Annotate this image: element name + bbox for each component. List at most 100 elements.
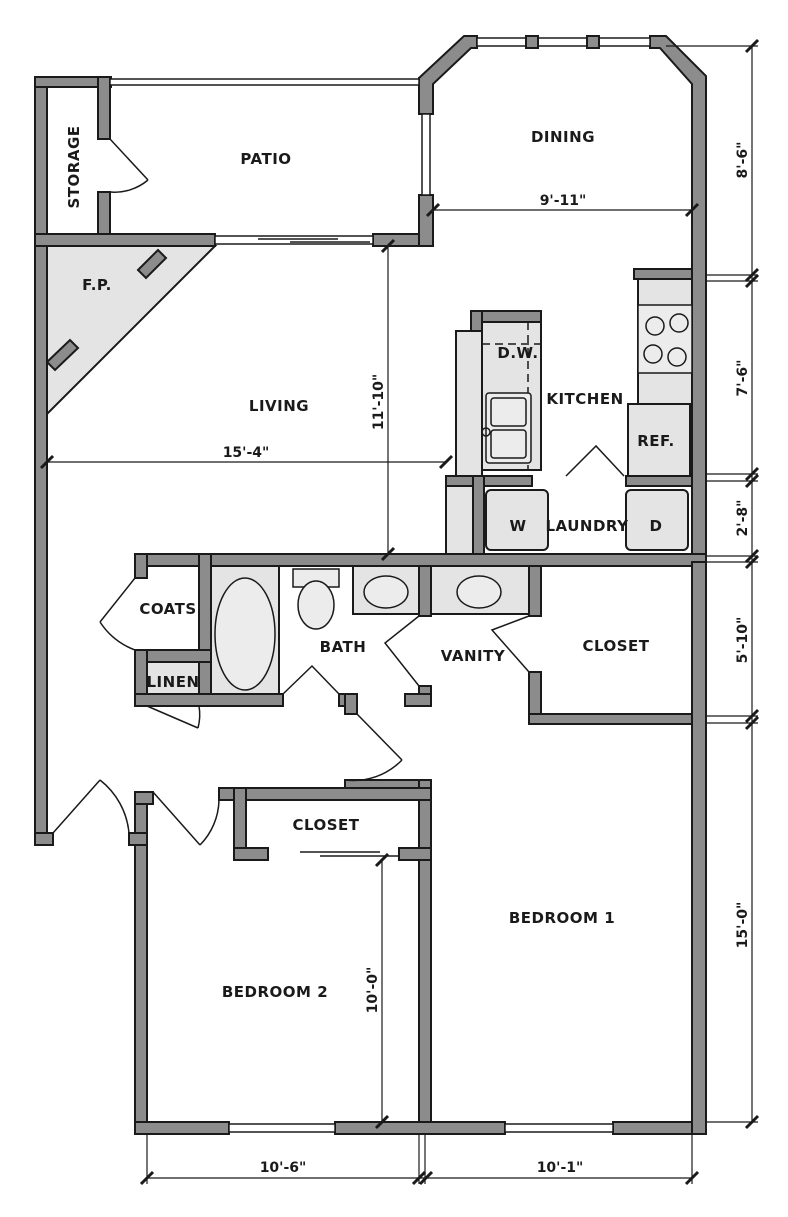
dimension-lines — [39, 38, 760, 1186]
storage-label: STORAGE — [65, 125, 83, 208]
bedroom2-width-label: 10'-6" — [260, 1160, 307, 1176]
washer-label: W — [509, 517, 526, 535]
linen-door[interactable] — [146, 705, 201, 729]
bottom-wall-1 — [134, 1121, 230, 1135]
bath-door-jamb — [344, 693, 358, 715]
closet-bottom-wall — [528, 713, 693, 725]
laundry-closet-left — [445, 485, 474, 555]
faucet-icon — [481, 427, 491, 437]
kitchen-top-wall — [633, 268, 693, 280]
closet-master-label: CLOSET — [582, 637, 649, 655]
fireplace-hearth-top — [136, 248, 168, 280]
right-exterior-wall-lower — [691, 561, 707, 1135]
bedroom2-label: BEDROOM 2 — [222, 983, 328, 1001]
patio-opening-top — [109, 78, 420, 86]
doors — [52, 138, 625, 857]
entry-door[interactable] — [52, 779, 130, 834]
dining-width-label: 9'-11" — [540, 193, 587, 209]
bedroom-divider-wall — [418, 779, 432, 1135]
storage-right-wall — [97, 76, 111, 140]
patio-opening-right — [421, 113, 431, 196]
linen-shelf — [146, 661, 200, 695]
closet-bed2-label: CLOSET — [292, 816, 359, 834]
hall-door[interactable] — [344, 713, 403, 782]
bedroom1-width-label: 10'-1" — [537, 1160, 584, 1176]
living-depth-label: 11'-10" — [371, 374, 387, 430]
dryer — [625, 489, 689, 551]
bedroom1-label: BEDROOM 1 — [509, 909, 615, 927]
vanity-sink — [456, 575, 502, 609]
right-bedroom1-label: 15'-0" — [735, 902, 751, 949]
bedroom2-depth-label: 10'-0" — [365, 967, 381, 1014]
entry-jamb-left — [34, 832, 54, 846]
patio-slider — [214, 235, 374, 245]
refrigerator — [627, 403, 691, 477]
living-label: LIVING — [249, 397, 309, 415]
kitchen-counter-left — [455, 330, 483, 477]
vanity-label: VANITY — [441, 647, 506, 665]
dining-window-mullion-2 — [586, 35, 600, 49]
dining-window-mullion-1 — [525, 35, 539, 49]
fireplace-label: F.P. — [82, 276, 112, 294]
coats-door[interactable] — [99, 577, 136, 651]
windows — [109, 35, 651, 1133]
laundry-top-wall-right — [625, 475, 693, 487]
bath-sink — [363, 575, 409, 609]
living-top-wall-left — [34, 233, 216, 247]
vanity-door[interactable] — [383, 615, 420, 687]
laundry-left-wall — [472, 475, 485, 565]
bath-top-wall — [134, 553, 707, 567]
coats-right-wall — [198, 553, 212, 707]
dishwasher-label: D.W. — [497, 344, 538, 362]
right-kitchen-label: 7'-6" — [735, 360, 751, 397]
storage-door[interactable] — [109, 138, 149, 193]
sink-basin-2 — [490, 429, 527, 459]
bath-bottom-wall-left — [134, 693, 284, 707]
storage-right-wall-lower — [97, 191, 111, 239]
dimension-labels: 9'-11" 15'-4" 11'-10" 10'-0" 10'-6" 10'-… — [223, 142, 751, 1176]
patio-right-wall-lower — [418, 194, 434, 247]
coats-label: COATS — [139, 600, 196, 618]
right-closet-label: 5'-10" — [735, 617, 751, 664]
fireplace — [46, 245, 218, 417]
bedroom2-window — [228, 1123, 336, 1133]
burner-4 — [667, 347, 687, 367]
right-dining-label: 8'-6" — [735, 142, 751, 179]
bedroom2-top-wall-right — [218, 787, 432, 801]
dining-window — [476, 37, 651, 47]
coats-left-wall — [134, 553, 148, 579]
dining-bay-left-wall — [418, 35, 478, 115]
laundry-top-wall-left — [445, 475, 533, 487]
fireplace-hearth-bottom — [45, 338, 80, 372]
burner-2 — [669, 313, 689, 333]
linen-label: LINEN — [147, 673, 200, 691]
washer — [485, 489, 549, 551]
right-laundry-label: 2'-8" — [735, 500, 751, 537]
closet2-bottom-wall-right — [398, 847, 432, 861]
refrigerator-label: REF. — [637, 432, 675, 450]
left-exterior-wall — [34, 76, 48, 846]
kitchen-label: KITCHEN — [546, 390, 623, 408]
dryer-label: D — [650, 517, 663, 535]
living-width-label: 15'-4" — [223, 445, 270, 461]
closet-left-wall-upper — [528, 565, 542, 617]
burner-1 — [645, 316, 665, 336]
fixtures — [45, 245, 693, 695]
bedroom2-door[interactable] — [152, 791, 220, 846]
closet2-bottom-wall-left — [233, 847, 269, 861]
bath-bottom-wall-right — [404, 693, 432, 707]
bath-door[interactable] — [282, 664, 340, 695]
tub-basin — [214, 577, 276, 691]
laundry-label: LAUNDRY — [546, 517, 630, 535]
burner-3 — [643, 344, 663, 364]
bedroom1-window — [504, 1123, 614, 1133]
sink-basin-1 — [490, 397, 527, 427]
laundry-door[interactable] — [565, 444, 625, 477]
bath-label: BATH — [320, 638, 367, 656]
bath-vanity-wall — [418, 565, 432, 617]
entry-jamb-right — [128, 832, 148, 846]
closet-door[interactable] — [490, 615, 530, 673]
room-labels: STORAGE PATIO DINING F.P. LIVING D.W. KI… — [65, 125, 675, 1001]
bottom-wall-2 — [334, 1121, 506, 1135]
